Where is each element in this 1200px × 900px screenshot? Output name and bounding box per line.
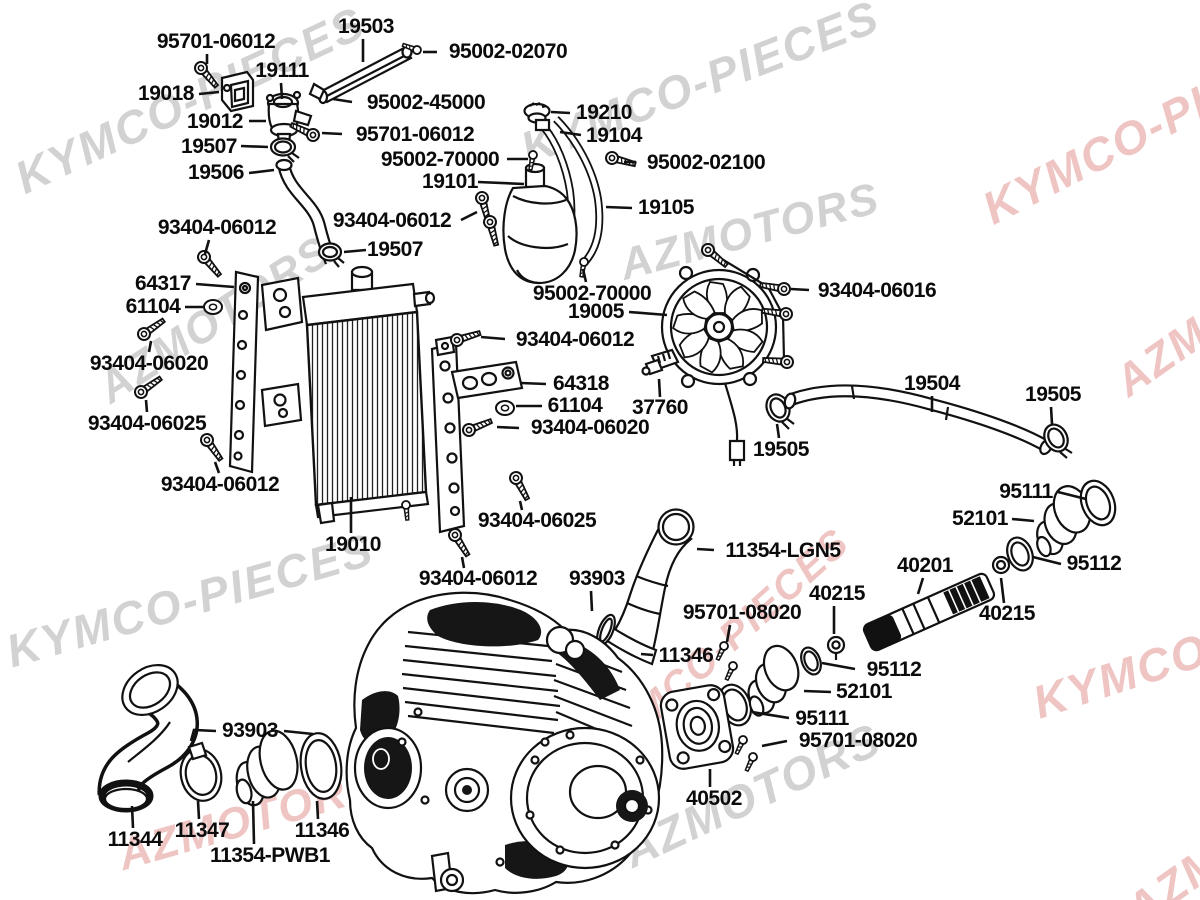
leader-line [1012, 519, 1034, 521]
retainer-ring-95112-right [1003, 534, 1038, 575]
mount-screw-95701-06012-top [191, 58, 223, 92]
fan-19005-drawing [662, 267, 776, 466]
leader-line [521, 383, 546, 384]
leader-line [249, 170, 274, 173]
bolts-95701-08020-upper [713, 639, 740, 683]
leader-line [791, 289, 809, 290]
clamp-11347-drawing [176, 743, 226, 805]
leader-line [1051, 407, 1052, 424]
leader-line [659, 379, 660, 397]
leader-line [918, 578, 923, 594]
screw-93404-06025-bottom [506, 468, 534, 504]
bracket-19018-drawing [222, 72, 253, 111]
intake-duct-11354-LGN5-drawing [606, 510, 694, 665]
screw-93404-06025-left [131, 372, 166, 402]
screw-93404-06012-mid [448, 326, 483, 349]
leader-line [762, 741, 787, 746]
leader-line [149, 341, 151, 352]
leader-line [191, 730, 216, 741]
leader-line [462, 557, 464, 568]
leader-line [281, 83, 282, 99]
leader-line [752, 712, 789, 718]
leader-line [344, 250, 366, 252]
boot-11354-PWB1-drawing [225, 727, 305, 809]
leader-line [822, 663, 855, 669]
leader-line [551, 112, 570, 113]
overflow-hose-19105-drawing [556, 119, 599, 263]
leader-line [146, 400, 147, 412]
leader-line [317, 801, 318, 819]
leader-line [697, 549, 714, 550]
reservoir-tank-19101-drawing [503, 164, 576, 283]
hose-clamp-19507-lower-drawing [319, 244, 344, 268]
thermo-sensor-37760-drawing [643, 350, 679, 375]
leader-line [520, 501, 522, 510]
screw-93404-06020-mid [460, 414, 495, 439]
leader-line [804, 691, 831, 692]
leader-line [629, 312, 667, 315]
washer-61104-left [203, 299, 223, 315]
reservoir-cap-19210-drawing [525, 103, 550, 123]
hose-clamp-19507-upper-drawing [271, 139, 299, 163]
leader-line [727, 625, 730, 642]
leader-line [132, 806, 133, 828]
screw-93404-06012-bottomleft [197, 430, 227, 465]
retainer-ring-95112-mid [797, 645, 824, 678]
radiator-hose-19504-drawing [783, 386, 1054, 456]
leader-line [497, 427, 519, 428]
hose-clamp-19505-right [1040, 420, 1073, 458]
leader-line [481, 337, 505, 339]
joint-boot-52101-mid [733, 641, 810, 718]
leader-line [1033, 557, 1061, 564]
bolts-95701-08020-lower [732, 733, 760, 774]
leader-line [777, 424, 779, 438]
screw-93404-06012-left [194, 247, 226, 281]
washer-61104-right [495, 400, 515, 416]
leader-line [198, 801, 199, 819]
ring-11346-bottom-drawing [297, 731, 346, 802]
leader-line [591, 591, 592, 611]
cap-40215-mid [828, 637, 844, 660]
fan-mount-screws-93404-06016 [698, 240, 795, 370]
screw-93404-06020-left [134, 314, 169, 344]
leader-line [322, 133, 342, 134]
leader-line [241, 146, 268, 147]
leader-line [478, 182, 524, 184]
leader-line [1058, 492, 1086, 499]
breather-tube-19503-drawing [310, 47, 412, 104]
leader-line [583, 269, 586, 282]
leader-line [215, 462, 219, 473]
leader-line [1001, 578, 1004, 603]
nut-40215-right [993, 557, 1009, 573]
leader-line [199, 92, 219, 94]
drive-shaft-40201-drawing [862, 572, 996, 652]
bracket-64317-drawing [230, 272, 302, 472]
leader-line [641, 654, 653, 655]
leader-line [284, 731, 313, 734]
bracket-64318-drawing [432, 337, 522, 532]
screws-93404-06012-tank [473, 189, 504, 248]
leader-line [560, 132, 581, 135]
leader-line [333, 99, 352, 102]
output-flange-40502-drawing [659, 683, 736, 771]
engine-drawing [347, 593, 663, 893]
radiator-19010-drawing [303, 267, 434, 523]
screw-95002-02100-drawing [603, 149, 638, 172]
leader-line [606, 207, 632, 208]
leader-line [205, 240, 209, 254]
leader-line [253, 801, 254, 844]
leader-line [461, 212, 477, 220]
leader-lines [132, 39, 1086, 844]
retainer-ring-95111-right [1075, 476, 1122, 531]
leader-line [196, 284, 234, 287]
intake-tube-11344-drawing [102, 655, 187, 809]
screw-93404-06012-bottom [445, 525, 474, 560]
